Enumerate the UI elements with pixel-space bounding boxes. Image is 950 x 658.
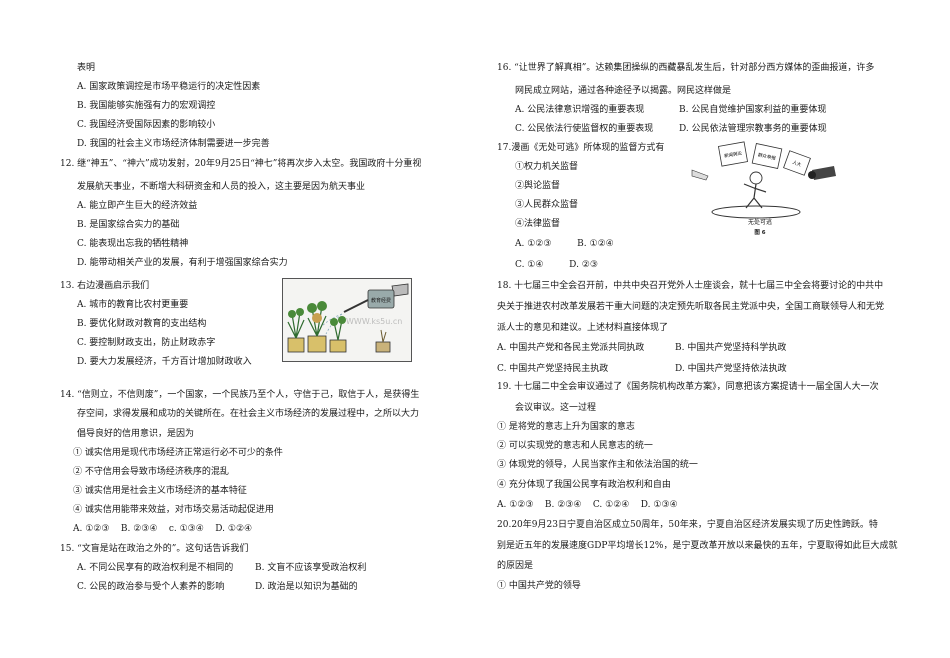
q18-option-d: D. 中国共产党坚持依法执政 (675, 364, 787, 374)
q18-option-b: B. 中国共产党坚持科学执政 (675, 343, 787, 353)
q16-stem-line1: 16. “让世界了解真相”。达赖集团操纵的西藏暴乱发生后，针对部分西方媒体的歪曲… (497, 63, 875, 73)
q12-option-b: B. 是国家综合实力的基础 (77, 220, 180, 230)
q19-item-1: ① 是将党的意志上升为国家的意志 (497, 422, 635, 432)
q17-item-2: ②舆论监督 (515, 181, 561, 191)
q20-stem-line1: 20.20年9月23日宁夏自治区成立50周年，50年来，宁夏自治区经济发展实现了… (497, 520, 878, 530)
q16-stem-line2: 网民成立网站，通过各种途径予以揭露。网民这样做是 (515, 86, 732, 96)
q14-item-3: ③ 诚实信用是社会主义市场经济的基本特征 (73, 486, 247, 496)
q11-option-a: A. 国家政策调控是市场平稳运行的决定性因素 (77, 82, 261, 92)
q16-option-d: D. 公民依法管理宗教事务的重要体现 (679, 124, 827, 134)
q14-stem-line3: 倡导良好的信用意识，是因为 (77, 429, 195, 439)
q12-stem-line2: 发展航天事业，不断增大科研资金和人员的投入，这主要是因为航天事业 (77, 182, 366, 192)
q17-stem: 17.漫画《无处可逃》所体现的监督方式有 (497, 143, 665, 153)
q17-item-3: ③人民群众监督 (515, 200, 579, 210)
q15-option-c: C. 公民的政治参与受个人素养的影响 (77, 582, 225, 592)
q17-figure-label: 图 6 (754, 228, 765, 236)
q18-option-a: A. 中国共产党和各民主党派共同执政 (497, 343, 645, 353)
q12-stem-line1: 12. 继“神五”、“神六”成功发射，20年9月25日“神七”将再次步入太空。我… (60, 159, 422, 169)
q13-option-b: B. 要优化财政对教育的支出结构 (77, 319, 207, 329)
watermark: WWW.ks5u.cn (346, 317, 402, 326)
q18-option-c: C. 中国共产党坚持民主执政 (497, 364, 609, 374)
q19-options: A. ①②③ B. ②③④ C. ①②④ D. ①③④ (497, 500, 678, 510)
q17-cartoon-drawing: 新闻舆论 群众举报 人大 无处可逃 图 6 (691, 141, 836, 236)
q11-option-b: B. 我国能够实施强有力的宏观调控 (77, 101, 216, 111)
q17-cartoon-caption: 无处可逃 (748, 218, 772, 226)
q16-option-c: C. 公民依法行使监督权的重要表现 (515, 124, 654, 134)
paper-1-label: 新闻舆论 (724, 149, 743, 159)
q15-option-d: D. 政治是以知识为基础的 (255, 582, 358, 592)
q17-item-1: ①权力机关监督 (515, 162, 579, 172)
q20-stem-line2: 别是近五年的发展速度GDP平均增长12%，是宁夏改革开放以来最快的五年，宁夏取得… (497, 541, 898, 551)
q12-option-a: A. 能立即产生巨大的经济效益 (77, 201, 198, 211)
q11-option-d: D. 我国的社会主义市场经济体制需要进一步完善 (77, 139, 270, 149)
q13-option-a: A. 城市的教育比农村更重要 (77, 300, 189, 310)
paper-2: 群众举报 (751, 143, 783, 169)
paper-2-label: 群众举报 (757, 151, 777, 162)
q18-stem-line1: 18. 十七届三中全会召开前，中共中央召开党外人士座谈会，就十七届三中全会将要讨… (497, 281, 884, 291)
q14-stem-line2: 存空间，求得发展和成功的关键所在。在社会主义市场经济的发展过程中，之所以大力 (77, 409, 420, 419)
q18-stem-line2: 央关于推进农村改革发展若干重大问题的决定预先听取各民主党派中央，全国工商联领导人… (497, 302, 885, 312)
q16-option-a: A. 公民法律意识增强的重要表现 (515, 105, 645, 115)
q16-option-b: B. 公民自觉维护国家利益的重要体现 (679, 105, 827, 115)
q14-options: A. ①②③ B. ②③④ c. ①③④ D. ①②④ (73, 524, 253, 534)
q15-stem: 15. “文盲是站在政治之外的”。这句话告诉我们 (60, 544, 249, 554)
q18-stem-line3: 派人士的意见和建议。上述材料直接体现了 (497, 323, 669, 333)
q12-option-d: D. 能带动相关产业的发展，有利于增强国家综合实力 (77, 258, 288, 268)
q13-option-c: C. 要控制财政支出，防止财政赤字 (77, 338, 216, 348)
q13-cartoon: 教育经费 WWW.ks5u.cn (282, 278, 412, 362)
q17-item-4: ④法律监督 (515, 219, 561, 229)
q19-stem-line1: 19. 十七届二中全会审议通过了《国务院机构改革方案》，同意把该方案提请十一届全… (497, 382, 879, 392)
q13-stem: 13. 右边漫画启示我们 (60, 281, 150, 291)
q14-item-2: ② 不守信用会导致市场经济秩序的混乱 (73, 467, 229, 477)
q15-option-b: B. 文盲不应该享受政治权利 (255, 563, 367, 573)
q14-item-4: ④ 诚实信用能带来效益，对市场交易活动起促进用 (73, 505, 274, 515)
q19-item-4: ④ 充分体现了我国公民享有政治权利和自由 (497, 480, 671, 490)
q11-tail: 表明 (77, 63, 96, 73)
q13-can-label: 教育经费 (371, 297, 391, 304)
q14-item-1: ① 诚实信用是现代市场经济正常运行必不可少的条件 (73, 448, 283, 458)
paper-3: 人大 (783, 150, 811, 176)
q13-cartoon-drawing: 教育经费 WWW.ks5u.cn (282, 278, 412, 362)
q17-cartoon: 新闻舆论 群众举报 人大 无处可逃 图 6 (690, 140, 838, 236)
q11-option-c: C. 我国经济受国际因素的影响较小 (77, 120, 216, 130)
q17-options-row2: C. ①④ D. ②③ (515, 260, 598, 270)
q14-stem-line1: 14. “信则立，不信则废”，一个国家，一个民族乃至个人，守信于己，取信于人，是… (60, 390, 420, 400)
q13-option-d: D. 要大力发展经济，千方百计增加财政收入 (77, 357, 252, 367)
paper-3-label: 人大 (791, 159, 802, 169)
q19-item-2: ② 可以实现党的意志和人民意志的统一 (497, 441, 653, 451)
q15-option-a: A. 不同公民享有的政治权利是不相同的 (77, 563, 234, 573)
paper-1: 新闻舆论 (717, 141, 749, 167)
q17-options-row1: A. ①②③ B. ①②④ (515, 239, 614, 249)
q19-stem-line2: 会议审议。这一过程 (515, 403, 597, 413)
q12-option-c: C. 能表现出忘我的牺牲精神 (77, 239, 189, 249)
q20-item-1: ① 中国共产党的领导 (497, 581, 581, 591)
q19-item-3: ③ 体现党的领导，人民当家作主和依法治国的统一 (497, 460, 698, 470)
q20-stem-line3: 的原因是 (497, 561, 534, 571)
